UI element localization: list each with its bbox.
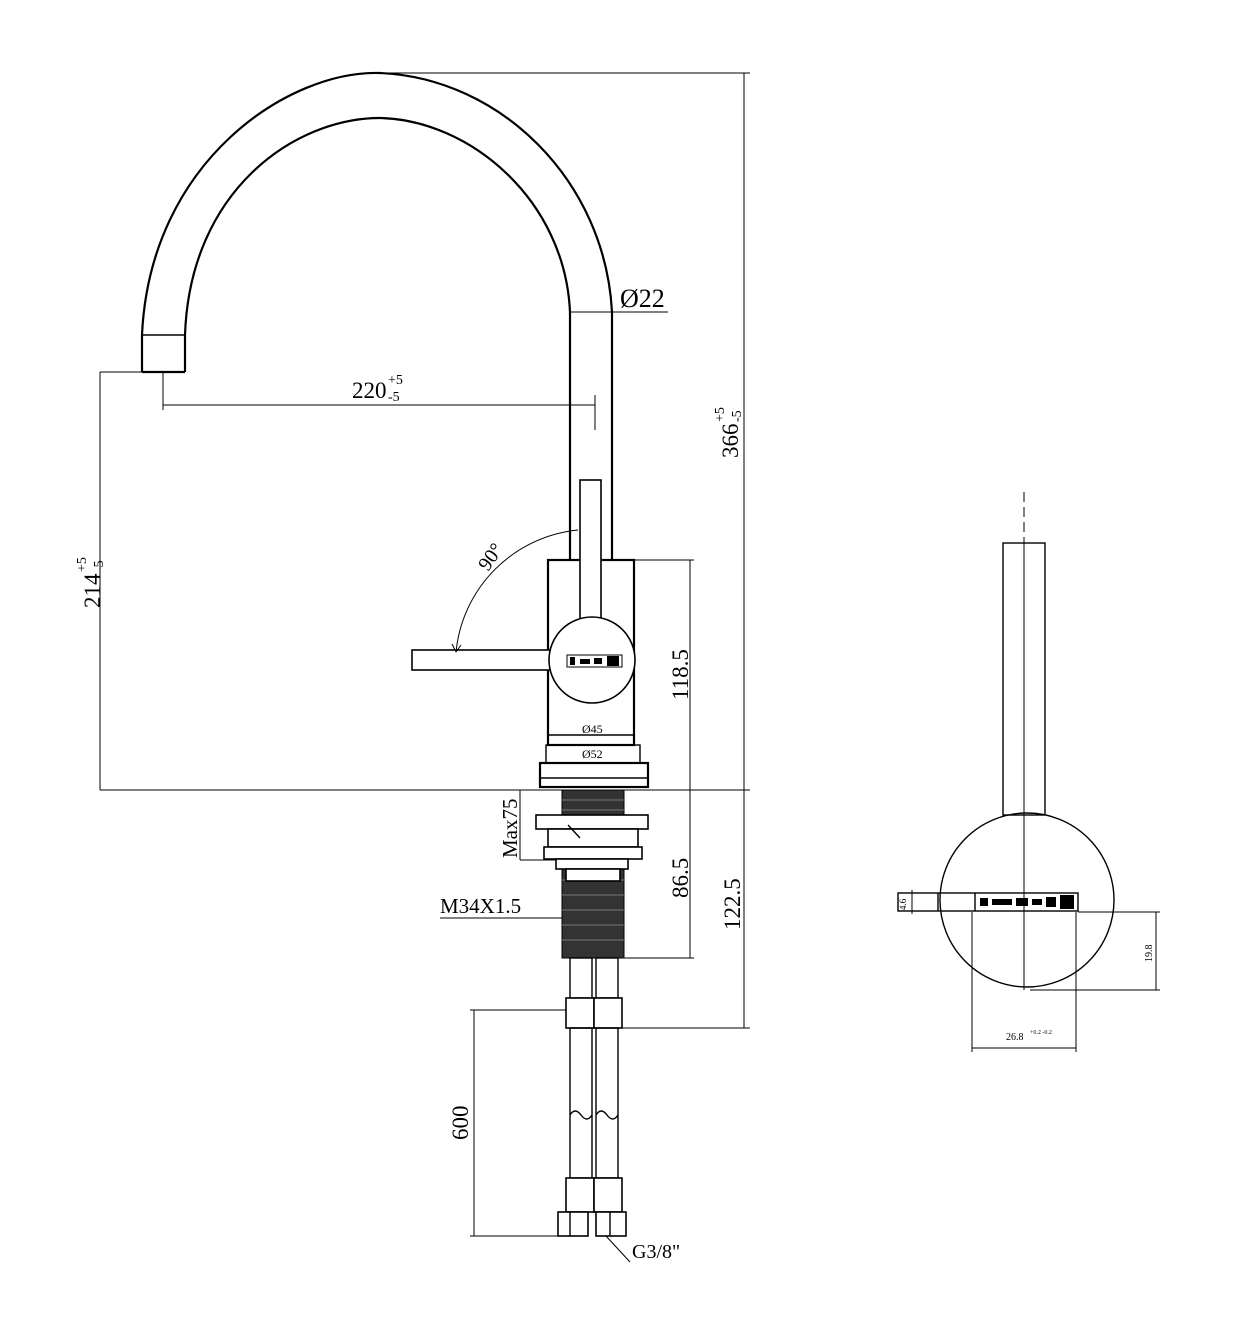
total-height-label: 366 +5 -5	[713, 407, 745, 458]
width-tol-label: +0.2 -0.2	[1030, 1030, 1052, 1036]
side-view: Ø22 220 +5 -5 366 +5 -5 214 +5 -5 90° 11…	[75, 71, 750, 1263]
spout-height-label: 214 +5 -5	[75, 557, 107, 608]
below-deck-length-label: 122.5	[720, 878, 745, 930]
spout-diameter-label: Ø22	[620, 284, 665, 313]
hoses	[557, 957, 627, 1237]
body-height-label: 118.5	[668, 649, 693, 700]
tap-body	[411, 479, 650, 789]
handle-width-label: 19.8	[1144, 945, 1155, 963]
dimension-lines	[99, 72, 750, 1263]
front-view: 19.8 26.8 +0.2 -0.2 4.6	[897, 492, 1160, 1052]
hose-length-label: 600	[448, 1106, 473, 1141]
width-dim-label: 26.8	[1006, 1032, 1024, 1043]
thread-spec-label: M34X1.5	[440, 894, 521, 918]
shank	[535, 789, 649, 959]
spout	[140, 71, 614, 560]
hole-dim-label: 4.6	[898, 898, 908, 910]
reach-label: 220 +5 -5	[352, 373, 403, 405]
reach-tol-minus: -5	[388, 390, 400, 405]
total-height-tol-plus: +5	[713, 407, 728, 422]
base-inner-diameter-label: Ø45	[582, 722, 603, 736]
total-height-tol-minus: -5	[730, 410, 745, 422]
reach-value: 220	[352, 378, 387, 403]
base-outer-diameter-label: Ø52	[582, 747, 603, 761]
total-height-value: 366	[718, 424, 743, 459]
thread-length-label: 86.5	[668, 858, 693, 898]
spout-height-tol-plus: +5	[75, 557, 90, 572]
spout-height-value: 214	[80, 573, 105, 608]
reach-tol-plus: +5	[388, 373, 403, 388]
spout-height-tol-minus: -5	[92, 560, 107, 572]
max-deck-label: Max75	[498, 799, 522, 859]
connection-label: G3/8"	[632, 1241, 680, 1263]
handle-angle-label: 90°	[474, 539, 508, 575]
